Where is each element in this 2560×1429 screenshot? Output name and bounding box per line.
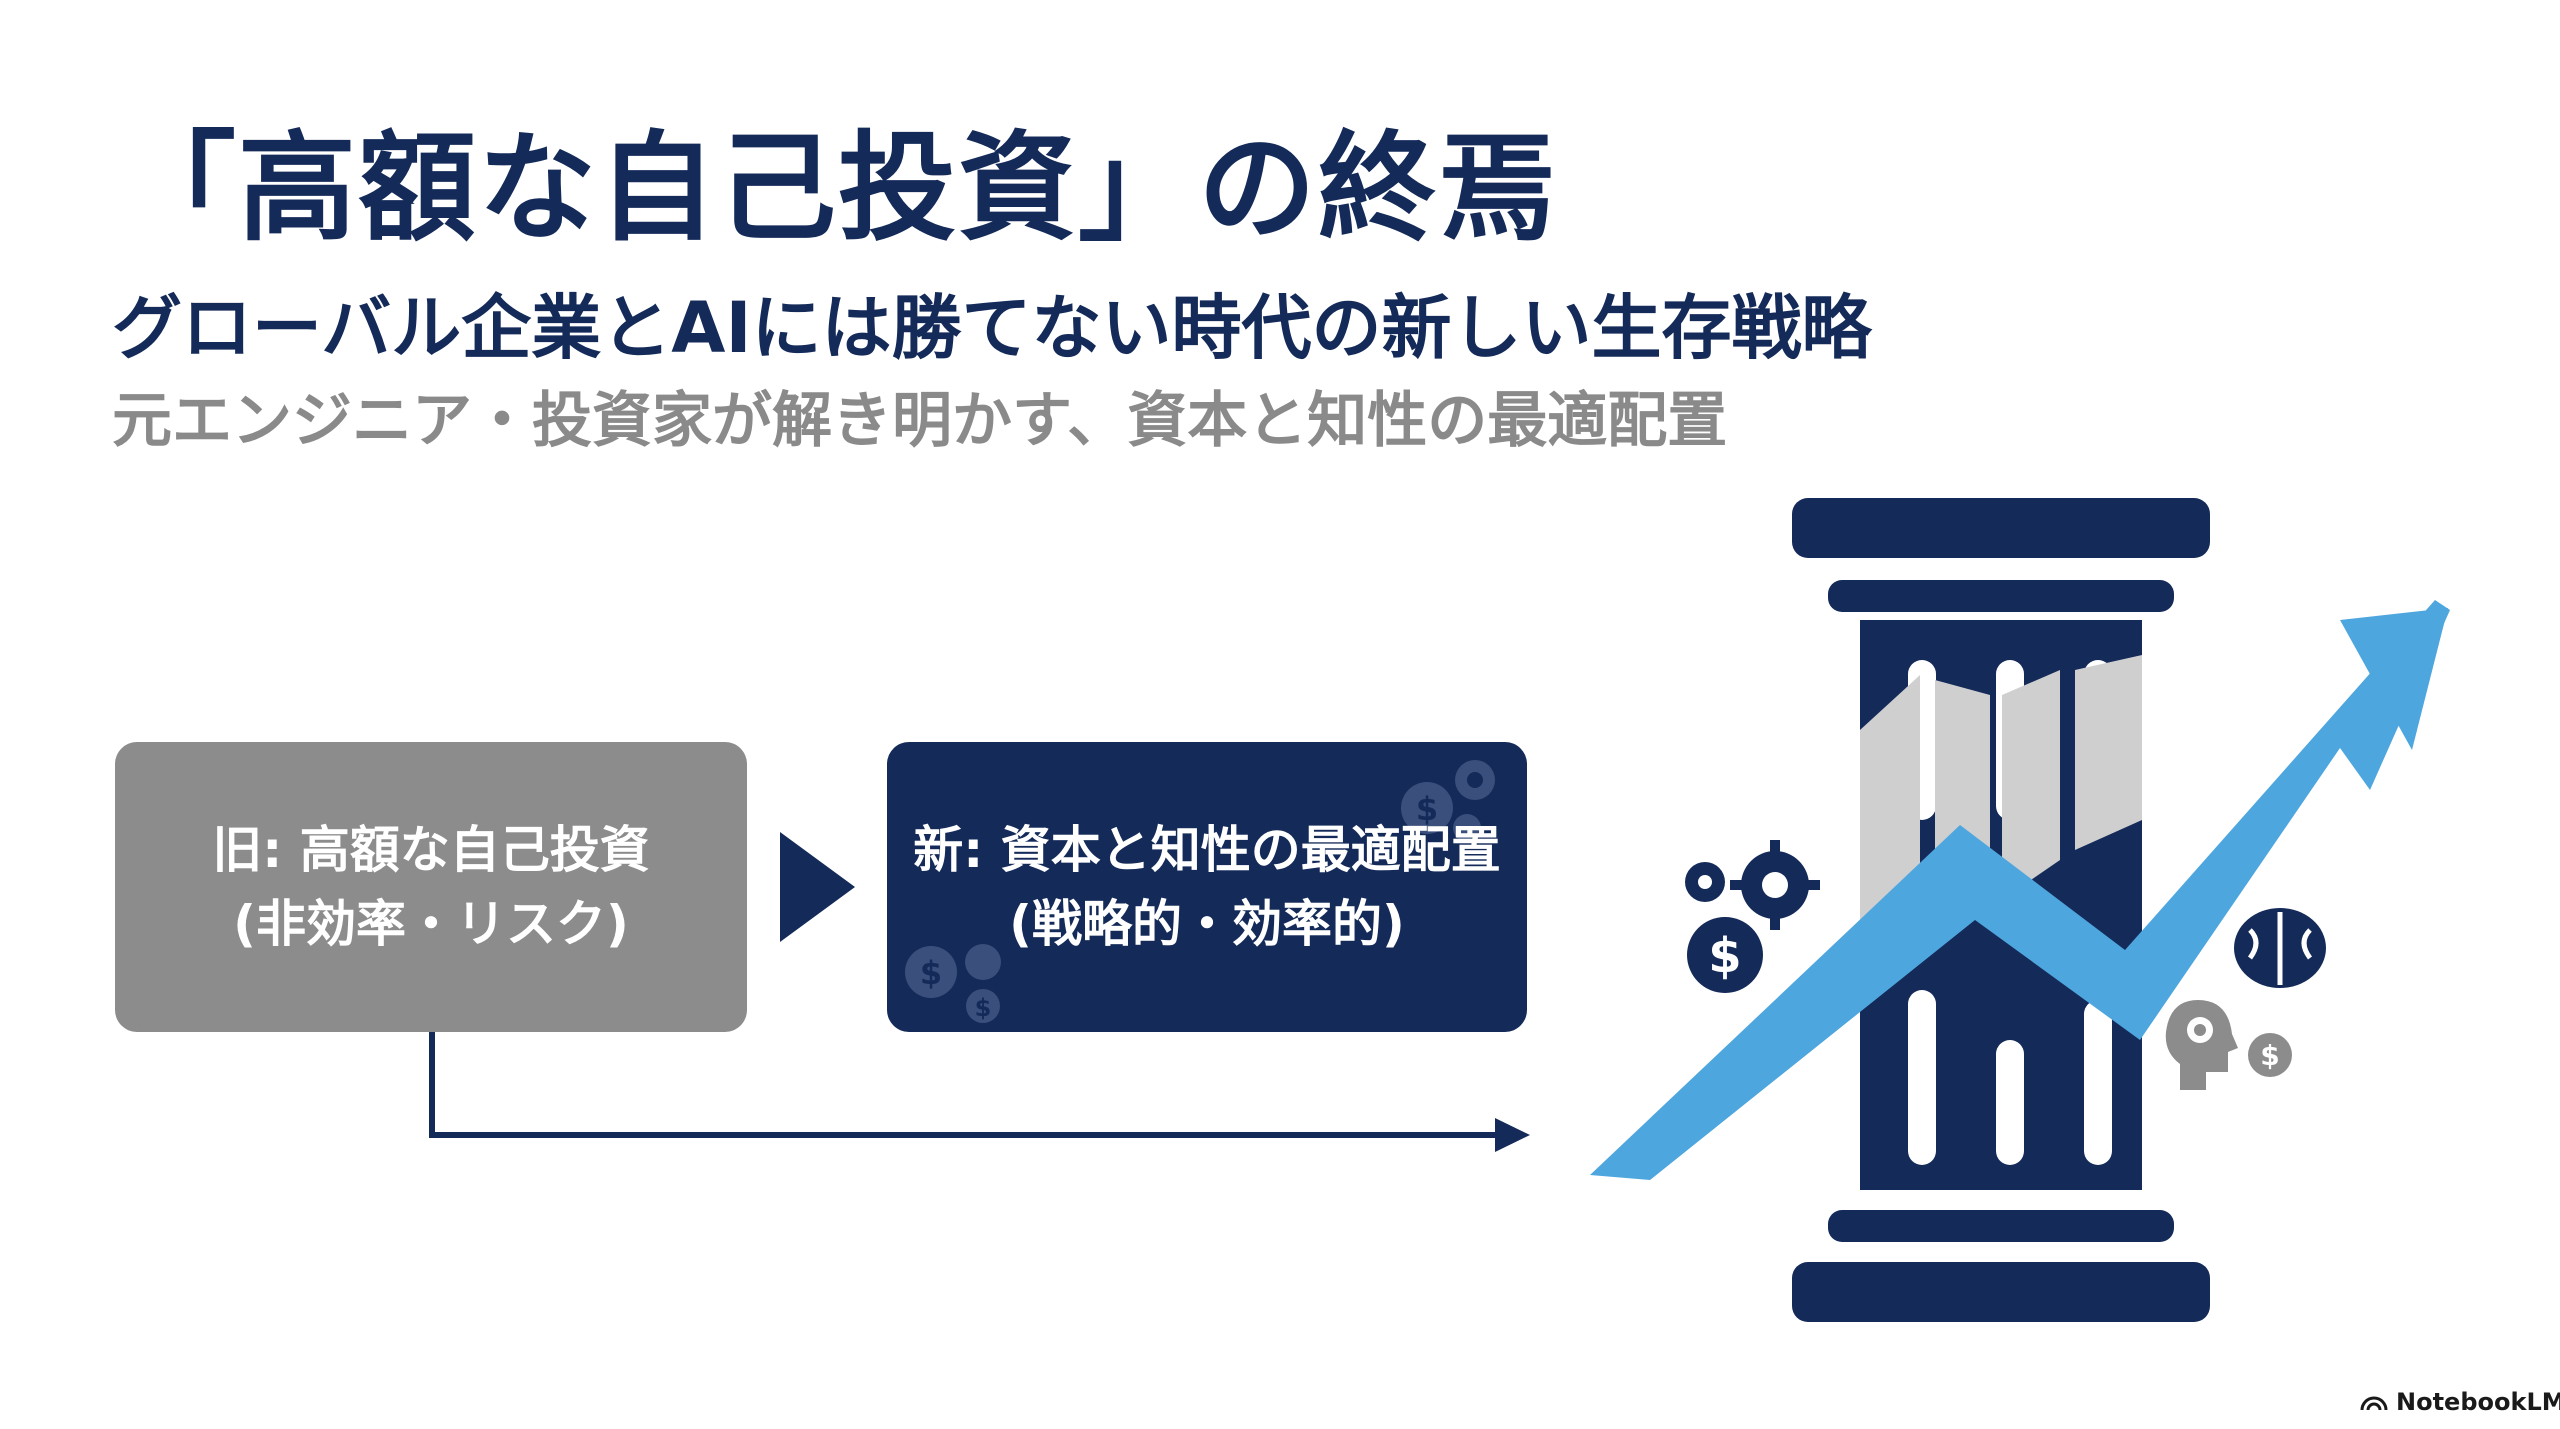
dollar-sign: $ [975,994,992,1022]
dollar-sign: $ [2260,1039,2279,1072]
notebooklm-logo-icon [2360,1396,2388,1411]
pillar-top-ring [1828,580,2174,612]
page-title: 「高額な自己投資」の終焉 [118,119,1559,257]
dollar-coin-icon [1687,917,1763,993]
head-gear-icon [2165,1000,2238,1090]
notebooklm-watermark: NotebookLM [2360,1388,2560,1416]
pillar-bottom-ring [1828,1210,2174,1242]
connector-arrowhead [1495,1118,1530,1152]
brand-name: NotebookLM [2396,1388,2560,1416]
dollar-sign: $ [1416,790,1438,828]
dollar-coin-small-icon [2248,1033,2292,1077]
old-approach-title: 旧: 高額な自己投資 [212,821,650,879]
pillar-base [1792,1262,2210,1322]
connector-line [429,1032,1495,1138]
growth-arrow [1590,600,2450,1180]
growth-arrow-head [2340,608,2448,750]
new-approach-note: (戦略的・効率的) [1009,895,1405,953]
transition-triangle-arrow [780,832,855,942]
pillar-top-cap [1792,498,2210,558]
gears-dollar-icon-bottom: $ $ [905,944,1001,1023]
old-approach-note: (非効率・リスク) [233,895,629,953]
page-tagline: 元エンジニア・投資家が解き明かす、資本と知性の最適配置 [112,386,1728,456]
dollar-sign: $ [920,954,942,992]
dollar-sign: $ [1708,928,1741,984]
gears-dollar-icon-top: $ [1401,760,1495,842]
new-approach-box: $ $ $ 新: 資本と知性の最適配置 (戦略的・効率的) [887,742,1527,1032]
pillar-growth-illustration: $ $ [1590,498,2450,1322]
old-approach-box: 旧: 高額な自己投資 (非効率・リスク) [115,742,747,1032]
new-approach-title: 新: 資本と知性の最適配置 [913,821,1501,879]
page-subtitle: グローバル企業とAIには勝てない時代の新しい生存戦略 [112,287,1872,369]
